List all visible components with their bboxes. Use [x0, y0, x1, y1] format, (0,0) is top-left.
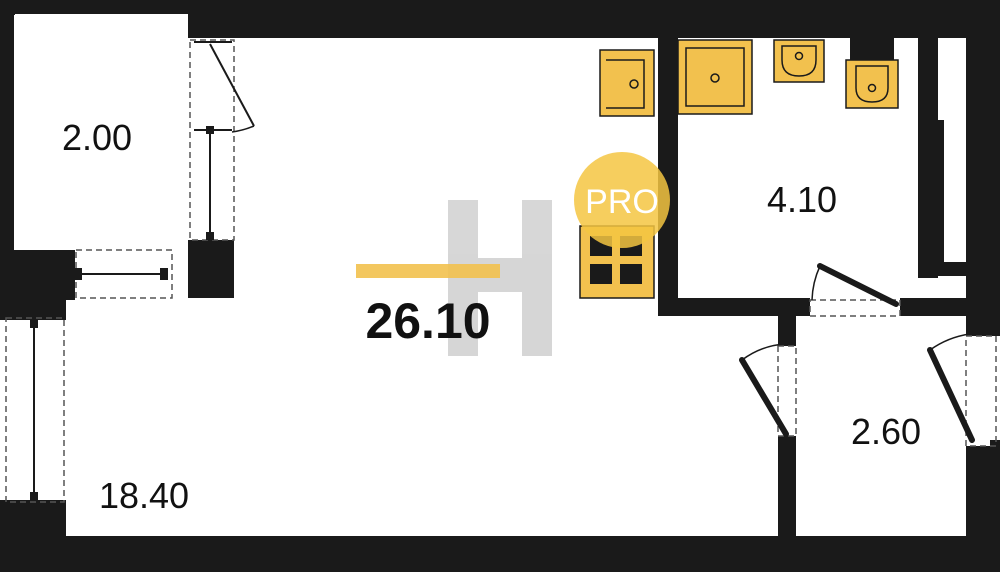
wall-left-pillar: [188, 240, 234, 298]
marker-6: [30, 492, 38, 500]
door-hall-left-frame: [777, 345, 797, 437]
main-room-area-label: 18.40: [99, 475, 189, 516]
balcony-area-label: 2.00: [62, 117, 132, 158]
door-bath-leaf: [817, 263, 899, 307]
shower-tray: [677, 39, 753, 115]
wall-left-under: [0, 250, 66, 320]
watermark-right-bar: [522, 200, 552, 356]
toilet-tank: [850, 38, 894, 60]
door-hall-right-leaf: [927, 347, 975, 443]
balcony-door-arc: [231, 125, 255, 133]
pro-badge: [574, 152, 670, 248]
kitchen-sink: [599, 49, 655, 117]
wall-hall-left: [778, 316, 796, 346]
wall-bath-bottom: [658, 298, 810, 316]
stove-burner-3: [590, 264, 612, 284]
wall-top: [188, 0, 1000, 38]
window-left: [5, 317, 65, 503]
wall-bath-bottom-right: [900, 298, 1000, 316]
kitchen-sink-drain: [629, 79, 639, 89]
marker-1: [206, 126, 214, 134]
wall-bottom: [0, 536, 1000, 572]
marker-5: [30, 320, 38, 328]
window-balcony-right: [189, 39, 235, 241]
door-hall-left-leaf: [739, 357, 789, 437]
door-hall-left-arc: [741, 343, 787, 361]
kitchen-sink-bowl: [606, 59, 645, 109]
wall-niche-bottom: [918, 262, 978, 276]
marker-3: [74, 268, 82, 280]
door-bath-arc: [811, 265, 821, 301]
stove-burner-4: [620, 264, 642, 284]
shower-inner: [685, 47, 745, 107]
door-bath-frame: [809, 299, 901, 317]
door-hall-right-arc: [929, 333, 971, 351]
wall-balcony-left: [0, 0, 14, 250]
marker-4: [160, 268, 168, 280]
total-area-label: 26.10: [365, 293, 490, 349]
wall-hall-right: [966, 316, 1000, 336]
wall-hall-right-lower: [966, 446, 1000, 546]
door-hall-right-frame: [965, 335, 997, 447]
wall-bath-left: [658, 38, 678, 316]
doors: [739, 263, 975, 443]
wall-niche-inner: [930, 120, 944, 270]
balcony-door-leaf: [209, 43, 255, 127]
washbasin-drain: [794, 51, 804, 61]
hallway-area-label: 2.60: [851, 411, 921, 452]
marker-2: [206, 232, 214, 240]
washbasin-bowl: [781, 45, 817, 77]
total-accent-bar: [356, 264, 500, 278]
wall-right: [966, 0, 1000, 300]
wall-left: [0, 500, 66, 540]
wall-balcony-frame: [0, 0, 190, 14]
toilet-drain: [867, 83, 877, 93]
shower-drain: [710, 73, 720, 83]
door-arcs: [231, 125, 971, 361]
window-glazing: [33, 41, 255, 498]
bathroom-area-label: 4.10: [767, 179, 837, 220]
pro-badge-label: PRO: [585, 183, 659, 221]
toilet-bowl: [855, 65, 889, 103]
wall-hall-left-lower: [778, 436, 796, 546]
window-markers: [30, 126, 214, 500]
